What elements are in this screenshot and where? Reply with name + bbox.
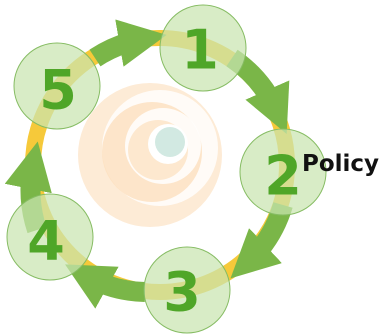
- stage-node-4: 4: [6, 193, 94, 281]
- stage-number-3: 3: [163, 261, 201, 324]
- stage-node-5: 5: [13, 42, 101, 130]
- center-dot: [155, 127, 185, 157]
- arrow-3-to-4: [65, 264, 146, 309]
- stage-node-3: 3: [143, 246, 231, 334]
- background-swirl: [78, 83, 222, 227]
- stage-number-4: 4: [27, 210, 65, 273]
- stage-node-1: 1: [159, 4, 247, 92]
- stage-label-policy: Policy: [302, 151, 380, 177]
- stage-number-5: 5: [39, 59, 77, 122]
- stage-number-1: 1: [181, 19, 219, 82]
- stage-number-2: 2: [264, 145, 302, 208]
- stage-node-2: 2: [239, 128, 327, 216]
- arrow-5-to-1: [89, 19, 167, 67]
